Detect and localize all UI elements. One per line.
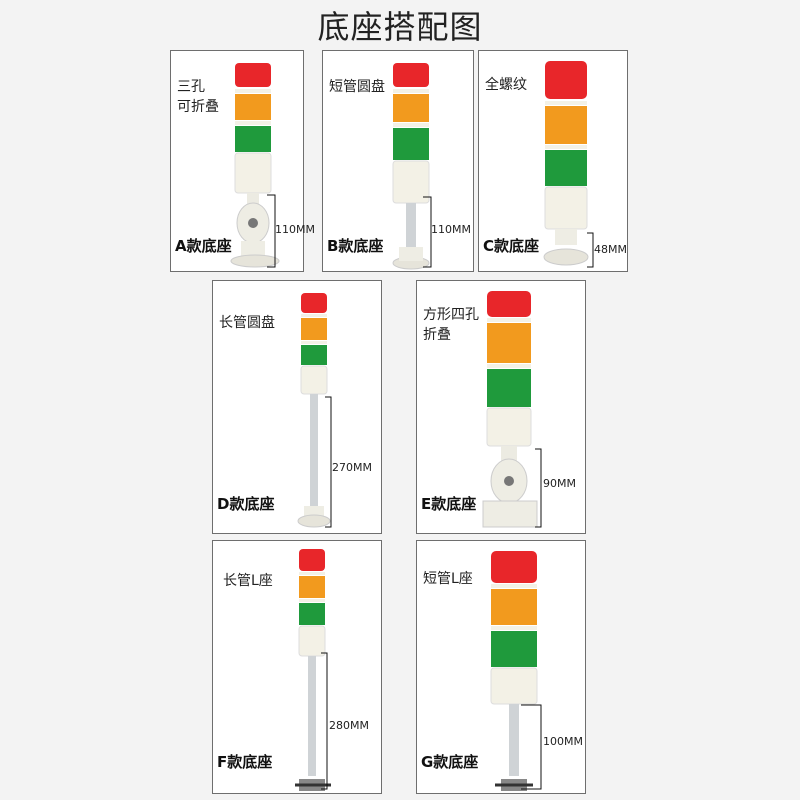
tower-light-g-illustration xyxy=(490,551,542,791)
card-b-dimension: 110MM xyxy=(431,223,471,236)
card-e-dimension: 90MM xyxy=(543,477,576,490)
card-e-description: 方形四孔 折叠 xyxy=(423,307,479,343)
card-g-model-label: G款底座 xyxy=(421,753,479,771)
card-a-model-label: A款底座 xyxy=(175,237,232,255)
tower-light-c-illustration xyxy=(543,61,594,268)
card-a-dimension: 110MM xyxy=(275,223,315,236)
card-c-dimension: 48MM xyxy=(594,243,627,256)
card-c-model-label: C款底座 xyxy=(483,237,540,255)
tower-light-a-illustration xyxy=(230,63,280,268)
card-a-description: 三孔 可折叠 xyxy=(177,79,219,115)
tower-light-f-illustration xyxy=(295,549,331,791)
tower-light-e-illustration xyxy=(482,291,542,528)
card-c-description: 全螺纹 xyxy=(485,77,527,93)
tower-light-d-illustration xyxy=(297,293,332,528)
card-g-description: 短管L座 xyxy=(423,571,473,587)
card-f-dimension: 280MM xyxy=(329,719,369,732)
card-g: 短管L座 G款底座 100MM xyxy=(416,540,586,794)
page-title: 底座搭配图 xyxy=(317,8,483,46)
card-d-dimension: 270MM xyxy=(332,461,372,474)
card-d-description: 长管圆盘 xyxy=(219,315,275,331)
card-b-model-label: B款底座 xyxy=(327,237,384,255)
card-d: 长管圆盘 D款底座 270MM xyxy=(212,280,382,534)
card-c: 全螺纹 C款底座 48MM xyxy=(478,50,628,272)
card-b-description: 短管圆盘 xyxy=(329,79,385,95)
card-f-description: 长管L座 xyxy=(223,573,273,589)
card-g-dimension: 100MM xyxy=(543,735,583,748)
card-b: 短管圆盘 B款底座 110MM xyxy=(322,50,474,272)
card-d-model-label: D款底座 xyxy=(217,495,275,513)
card-a: 三孔 可折叠 A款底座 110MM xyxy=(170,50,315,272)
card-e: 方形四孔 折叠 E款底座 90MM xyxy=(416,280,586,534)
tower-light-b-illustration xyxy=(392,63,432,270)
card-f-model-label: F款底座 xyxy=(217,753,273,771)
card-e-model-label: E款底座 xyxy=(421,495,477,513)
card-f: 长管L座 F款底座 280MM xyxy=(212,540,382,794)
